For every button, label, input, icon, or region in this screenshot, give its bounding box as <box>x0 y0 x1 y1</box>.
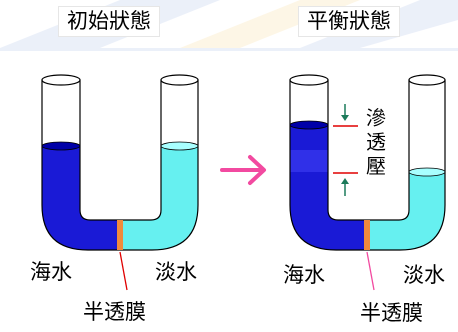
osmotic-pressure-markers <box>333 104 358 196</box>
heading-initial: 初始狀態 <box>58 6 160 37</box>
osmotic-pressure-label: 滲透壓 <box>366 106 386 178</box>
equilibrium-membrane-label: 半透膜 <box>360 301 423 325</box>
heading-equilibrium: 平衡狀態 <box>298 6 400 37</box>
initial-seawater <box>42 146 120 250</box>
initial-u-tube <box>41 74 199 291</box>
equilibrium-u-tube <box>289 74 446 291</box>
initial-membrane <box>117 220 123 250</box>
equilibrium-membrane <box>364 220 370 250</box>
initial-freshwater <box>120 146 198 250</box>
initial-seawater-label: 海水 <box>30 260 72 284</box>
equilibrium-freshwater <box>367 172 445 250</box>
small-arrow-icon <box>341 178 349 196</box>
small-arrow-icon <box>341 104 349 121</box>
initial-membrane-label: 半透膜 <box>83 300 146 324</box>
right-arrow-icon <box>220 155 266 185</box>
equilibrium-seawater-label: 海水 <box>283 263 325 287</box>
equilibrium-freshwater-label: 淡水 <box>403 263 445 287</box>
initial-freshwater-label: 淡水 <box>155 260 197 284</box>
